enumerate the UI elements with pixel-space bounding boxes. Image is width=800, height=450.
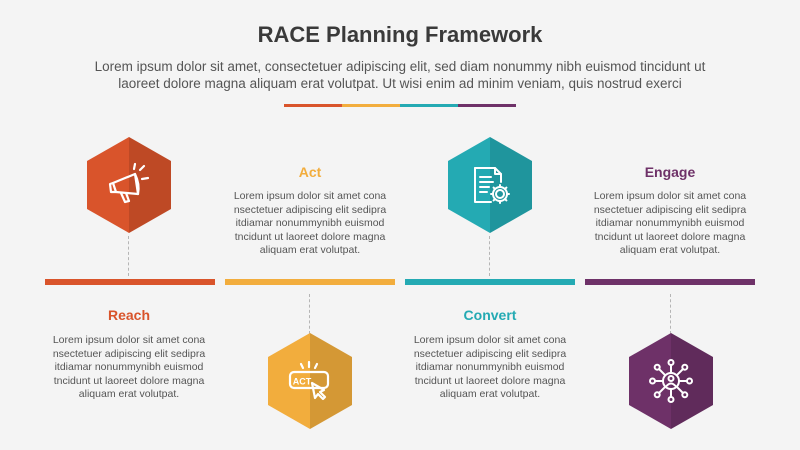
convert-timeline-bar [405, 279, 575, 285]
engage-timeline-bar [585, 279, 755, 285]
title-bar-engage [458, 104, 516, 107]
act-icon-label: ACT [293, 377, 312, 387]
reach-timeline-bar [45, 279, 215, 285]
title-bar-act [342, 104, 400, 107]
page-title: RACE Planning Framework [257, 22, 543, 47]
engage-description: Lorem ipsum dolor sit amet cona nsectetu… [593, 190, 747, 256]
network-user-icon [649, 359, 693, 403]
reach-connector [128, 236, 129, 276]
engage-title: Engage [644, 164, 696, 180]
convert-connector [489, 236, 490, 276]
act-title: Act [298, 164, 322, 180]
act-connector [309, 294, 310, 334]
convert-title: Convert [463, 307, 517, 323]
convert-description: Lorem ipsum dolor sit amet cona nsectetu… [413, 334, 567, 400]
reach-hexagon [87, 137, 171, 233]
act-button-icon: ACT [288, 360, 330, 401]
reach-title: Reach [107, 307, 151, 323]
megaphone-icon [108, 162, 150, 204]
subtitle-line-2: laoreet dolore magna aliquam erat volutp… [118, 76, 682, 91]
act-hexagon: ACT [268, 333, 352, 429]
document-gear-icon [474, 167, 510, 204]
act-timeline-bar [225, 279, 395, 285]
convert-hexagon [448, 137, 532, 233]
act-description: Lorem ipsum dolor sit amet cona nsectetu… [233, 190, 387, 256]
title-bar-reach [284, 104, 342, 107]
engage-connector [670, 294, 671, 334]
title-bar-convert [400, 104, 458, 107]
page-subtitle: Lorem ipsum dolor sit amet, consectetuer… [50, 58, 750, 92]
subtitle-line-1: Lorem ipsum dolor sit amet, consectetuer… [94, 59, 706, 74]
engage-hexagon [629, 333, 713, 429]
reach-description: Lorem ipsum dolor sit amet cona nsectetu… [52, 334, 206, 400]
